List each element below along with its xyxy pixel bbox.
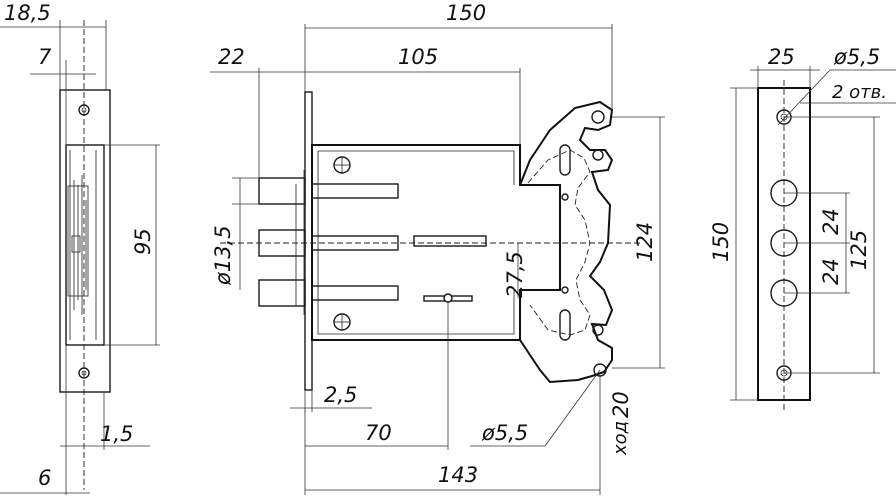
front-view-dimensions: 150 22 105 ø13,5 27,5 124 2,5 70 — [210, 1, 665, 495]
dim-body-length: 105 — [398, 45, 438, 69]
front-cam-mechanism — [519, 100, 614, 384]
dim-hole-spacing: 27,5 — [503, 251, 527, 298]
dim-faceplate-thickness: 2,5 — [324, 383, 357, 407]
side-lock-body — [65, 144, 105, 346]
dim-keyhole-center: 70 — [365, 421, 392, 445]
front-cam-hole-top — [591, 110, 605, 124]
dim-strike-pitch-upper: 24 — [819, 208, 843, 235]
dim-side-plate-thickness: 1,5 — [100, 422, 133, 446]
dim-bolt-throw-value: 20 — [609, 391, 633, 418]
side-view — [59, 20, 111, 490]
dim-strike-hole-diameter: ø5,5 — [833, 45, 880, 69]
front-bolt-3 — [258, 279, 306, 307]
side-faceplate — [59, 89, 111, 393]
front-bolt-rod-1 — [311, 183, 399, 199]
side-screw-hole-bottom — [78, 367, 90, 379]
front-faceplate — [304, 91, 313, 391]
dim-front-height: 124 — [633, 222, 657, 262]
dim-side-offset: 7 — [38, 45, 52, 69]
dim-bolt-throw-label: ход — [610, 421, 631, 456]
dim-housing-length: 143 — [438, 463, 478, 487]
dim-backset: 22 — [218, 45, 245, 69]
dim-overall-length: 150 — [446, 1, 486, 25]
dim-strike-width: 25 — [768, 45, 795, 69]
front-view — [220, 91, 640, 391]
side-view-dimensions: 18,5 7 95 1,5 6 — [0, 1, 160, 495]
dim-side-bottom-offset: 6 — [38, 466, 51, 490]
front-slide-bar — [413, 235, 487, 247]
dim-side-height: 95 — [131, 228, 155, 255]
dim-mount-hole-diameter: ø5,5 — [481, 421, 528, 445]
dim-bolt-diameter: ø13,5 — [211, 225, 235, 286]
strike-plate — [757, 80, 811, 410]
dim-side-total-width: 18,5 — [4, 1, 51, 25]
dim-strike-pitch-lower: 24 — [819, 258, 843, 285]
front-bolt-1 — [258, 177, 306, 205]
dim-strike-hole-span: 125 — [847, 230, 871, 270]
front-bolt-rod-3 — [311, 285, 399, 301]
front-lock-body — [311, 144, 561, 341]
strike-plate-dimensions: 25 ø5,5 2 отв. 150 24 24 125 — [709, 45, 896, 401]
dim-strike-length: 150 — [709, 222, 733, 262]
dim-strike-hole-count: 2 отв. — [832, 82, 887, 103]
